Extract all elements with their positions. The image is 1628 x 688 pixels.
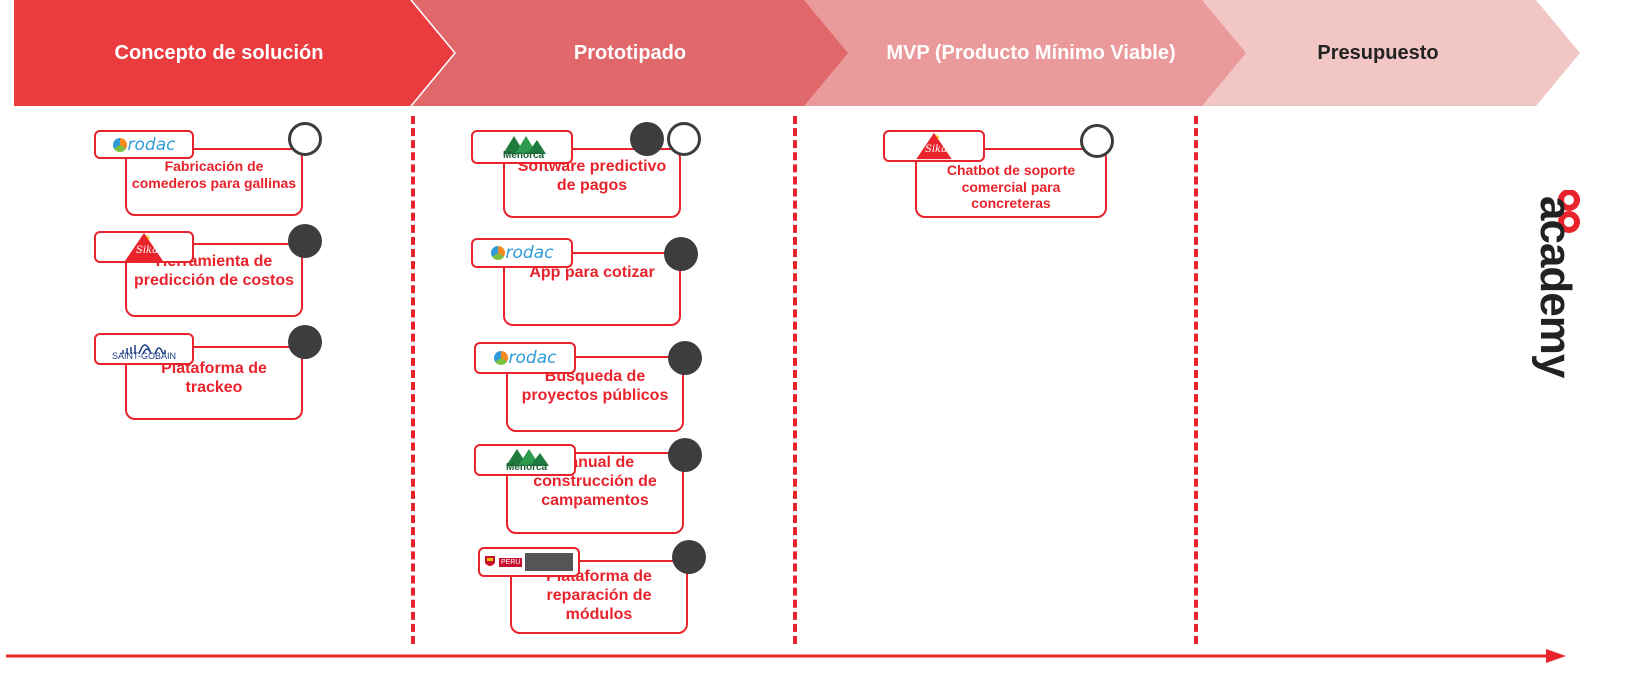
- status-empty-icon: [288, 122, 322, 156]
- status-filled-icon: [288, 224, 322, 258]
- status-filled-icon: [672, 540, 706, 574]
- status-filled-icon: [288, 325, 322, 359]
- menorca-mountains-icon: [506, 449, 549, 466]
- prodac-logo: rodac: [474, 342, 576, 374]
- stage-label: MVP (Producto Mínimo Viable): [886, 41, 1176, 64]
- menorca-logo: Menorca: [474, 444, 576, 476]
- stage-label: Prototipado: [573, 41, 687, 64]
- stage-label: Concepto de solución: [114, 41, 324, 64]
- project-title: Fabricación de comederos para gallinas: [131, 158, 297, 191]
- status-filled-icon: [668, 341, 702, 375]
- saint-gobain-arches-icon: [122, 344, 166, 355]
- sika-triangle-icon: [916, 132, 952, 160]
- ministerio-name-block: [525, 553, 574, 571]
- brand-wordmark: academy: [1531, 196, 1580, 378]
- sika-logo: Sika: [883, 130, 985, 162]
- stage-concepto-de-solucion: Concepto de solución: [14, 0, 454, 106]
- project-title: App para cotizar: [529, 264, 655, 281]
- menorca-logo: Menorca: [471, 130, 573, 164]
- stage-mvp: MVP (Producto Mínimo Viable): [796, 0, 1246, 106]
- ministerio-vivienda-logo: PERÚ: [478, 547, 580, 577]
- status-empty-icon: [667, 122, 701, 156]
- column-divider: [793, 116, 797, 644]
- project-title: Chatbot de soporte comercial para concre…: [946, 162, 1076, 212]
- prodac-mark-icon: [493, 351, 508, 365]
- menorca-mountains-icon: [503, 136, 546, 154]
- timeline-arrow: [6, 649, 1566, 663]
- saint-gobain-logo: SAINT-GOBAIN: [94, 333, 194, 365]
- project-title: Plataforma de trackeo: [161, 360, 267, 396]
- stage-presupuesto: Presupuesto: [1196, 0, 1580, 106]
- peru-shield-icon: [485, 556, 495, 566]
- prodac-mark-icon: [112, 137, 127, 152]
- sika-logo: Sika: [94, 231, 194, 263]
- column-divider: [411, 116, 415, 644]
- column-divider: [1194, 116, 1198, 644]
- sika-triangle-icon: [125, 233, 163, 261]
- status-filled-icon: [668, 438, 702, 472]
- stage-label: Presupuesto: [1317, 41, 1439, 64]
- status-filled-icon: [630, 122, 664, 156]
- project-card[interactable]: Fabricación de comederos para gallinas: [125, 148, 303, 216]
- status-empty-icon: [1080, 124, 1114, 158]
- stage-prototipado: Prototipado: [412, 0, 848, 106]
- prodac-mark-icon: [490, 246, 505, 260]
- status-filled-icon: [664, 237, 698, 271]
- prodac-logo: rodac: [471, 238, 573, 268]
- brand-mark-icon: [1558, 190, 1580, 233]
- prodac-logo: rodac: [94, 130, 194, 159]
